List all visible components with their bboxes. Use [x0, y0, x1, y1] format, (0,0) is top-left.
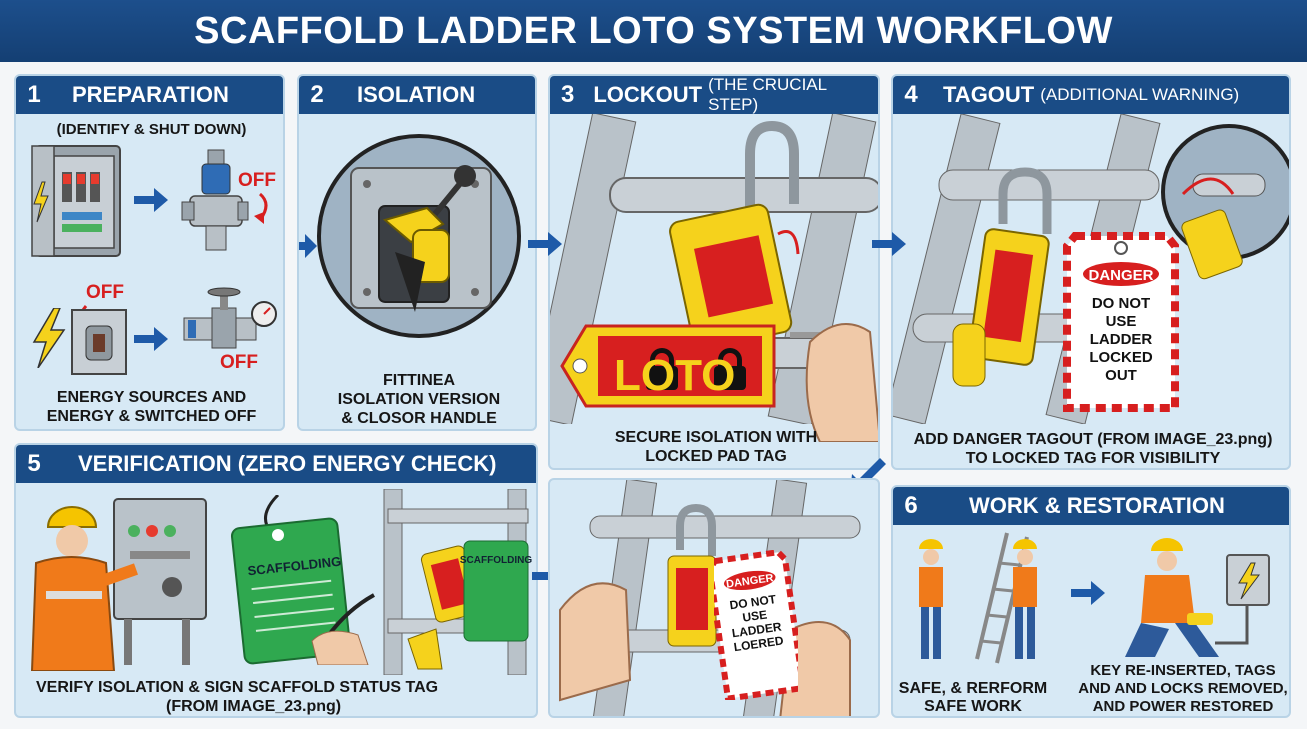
arrow-right-icon	[528, 232, 562, 256]
panel-title: TAGOUT	[943, 82, 1035, 107]
svg-text:DANGER: DANGER	[1088, 267, 1153, 284]
svg-text:DO NOT: DO NOT	[729, 592, 778, 612]
svg-text:LOTO: LOTO	[614, 351, 735, 400]
caption-line-2: TO LOCKED TAG FOR VISIBILITY	[965, 450, 1221, 467]
caption-right-line-2: AND AND LOCKS REMOVED,	[1078, 680, 1288, 697]
step-number: 3	[560, 81, 575, 108]
panel-locked-ladder: DANGER DO NOT USE LADDER LOERED	[548, 478, 880, 718]
panel-header: 4 TAGOUT (ADDITIONAL WARNING)	[893, 76, 1289, 114]
svg-text:LOERED: LOERED	[733, 633, 785, 654]
step-number: 6	[904, 492, 918, 519]
caption-line-2: ENERGY & SWITCHED OFF	[46, 408, 257, 425]
ladder-lockout-illustration	[550, 114, 878, 424]
step-number: 4	[904, 81, 918, 108]
worker-at-control-panel-illustration	[30, 498, 207, 671]
panel-work-restoration: 6 WORK & RESTORATION SAFE, & RERFORM SAF…	[891, 485, 1291, 718]
panel-isolation: 2 ISOLATION FITTINEA ISOLATION VERSION &…	[297, 74, 537, 431]
valve-illustration	[181, 149, 249, 251]
caption-line-1: ADD DANGER TAGOUT (FROM IMAGE_23.png)	[913, 431, 1273, 448]
panel-title-sub: (ADDITIONAL WARNING)	[1040, 85, 1240, 104]
panel-lockout: 3 LOCKOUT (THE CRUCIAL STEP) LOTO SECURE…	[548, 74, 880, 470]
panel-header: 1 PREPARATION	[16, 76, 283, 114]
svg-text:LOCKED: LOCKED	[1089, 349, 1153, 366]
svg-text:OFF: OFF	[220, 352, 258, 373]
caption-line-2: ISOLATION VERSION	[337, 391, 501, 408]
svg-text:LADDER: LADDER	[731, 619, 783, 640]
panel-title: ISOLATION	[357, 82, 476, 107]
caption-line-1: ENERGY SOURCES AND	[56, 389, 247, 406]
arrow-right-icon	[1071, 581, 1105, 605]
panel-title: LOCKOUT	[593, 82, 703, 107]
svg-text:OUT: OUT	[1105, 367, 1137, 384]
panel-tagout: 4 TAGOUT (ADDITIONAL WARNING) DANGER DO …	[891, 74, 1291, 470]
caption-line-1: FITTINEA	[383, 372, 455, 389]
caption-line-2: (FROM IMAGE_23.png)	[166, 698, 342, 715]
caption-right-line-1: KEY RE-INSERTED, TAGS	[1090, 662, 1276, 679]
panel-title-sub: (THE CRUCIAL STEP)	[708, 75, 827, 114]
electrical-panel-illustration	[31, 145, 121, 257]
caption-line-1: SECURE ISOLATION WITH	[614, 429, 818, 446]
panel-header: 2 ISOLATION	[299, 76, 535, 114]
panel-title: PREPARATION	[72, 82, 229, 107]
wall-switch-illustration: OFF	[71, 282, 127, 375]
svg-text:OFF: OFF	[238, 170, 276, 191]
caption-line-1: VERIFY ISOLATION & SIGN SCAFFOLD STATUS …	[36, 679, 439, 696]
step-number: 1	[27, 81, 41, 108]
arrow-right-icon	[872, 232, 906, 256]
scaffold-status-tag: SCAFFOLDING	[230, 495, 375, 665]
worker-restoring-power-illustration	[1125, 538, 1270, 657]
hand-with-key-illustration	[790, 323, 878, 442]
caption-line-3: & CLOSOR HANDLE	[341, 410, 497, 427]
off-label-1: OFF	[238, 170, 276, 224]
svg-text:OFF: OFF	[86, 282, 124, 303]
caption-line-2: LOCKED PAD TAG	[645, 448, 787, 465]
isolation-switch-illustration	[317, 134, 521, 338]
svg-text:USE: USE	[742, 607, 768, 624]
arrow-right-icon	[134, 327, 168, 351]
svg-text:LADDER: LADDER	[1090, 331, 1153, 348]
panel-header: 5 VERIFICATION (ZERO ENERGY CHECK)	[16, 445, 536, 483]
panel-title: WORK & RESTORATION	[969, 493, 1225, 518]
arrow-right-icon	[299, 234, 317, 258]
panel-preparation: 1 PREPARATION (IDENTIFY & SHUT DOWN) OFF…	[14, 74, 285, 431]
lightning-icon	[32, 308, 66, 368]
svg-text:USE: USE	[1106, 313, 1137, 330]
danger-tag-small: DANGER DO NOT USE LADDER LOERED	[714, 550, 798, 700]
panel-subtitle: (IDENTIFY & SHUT DOWN)	[56, 121, 247, 138]
step-number: 5	[27, 450, 41, 477]
workers-on-ladder-illustration	[919, 532, 1037, 664]
panel-title: VERIFICATION (ZERO ENERGY CHECK)	[78, 451, 497, 476]
pipe-valve-illustration: OFF	[183, 287, 277, 373]
panel-header: 3 LOCKOUT (THE CRUCIAL STEP)	[550, 76, 878, 114]
locked-ladder-illustration	[559, 480, 861, 716]
svg-text:DO NOT: DO NOT	[1092, 295, 1150, 312]
svg-text:SCAFFOLDING: SCAFFOLDING	[460, 555, 532, 566]
ladder-with-tags-illustration: SCAFFOLDING	[383, 489, 532, 675]
danger-tag: DANGER DO NOT USE LADDER LOCKED OUT	[1063, 232, 1179, 412]
panel-verification: 5 VERIFICATION (ZERO ENERGY CHECK) SCAFF…	[14, 443, 538, 718]
caption-left-line-2: SAFE WORK	[924, 698, 1022, 715]
caption-right-line-3: AND POWER RESTORED	[1092, 698, 1274, 715]
loto-tag: LOTO	[560, 324, 776, 408]
panel-header: 6 WORK & RESTORATION	[893, 487, 1289, 525]
arrow-right-icon	[134, 188, 168, 212]
step-number: 2	[310, 81, 324, 108]
page-title: SCAFFOLD LADDER LOTO SYSTEM WORKFLOW	[0, 0, 1307, 62]
caption-left-line-1: SAFE, & RERFORM	[898, 680, 1048, 697]
